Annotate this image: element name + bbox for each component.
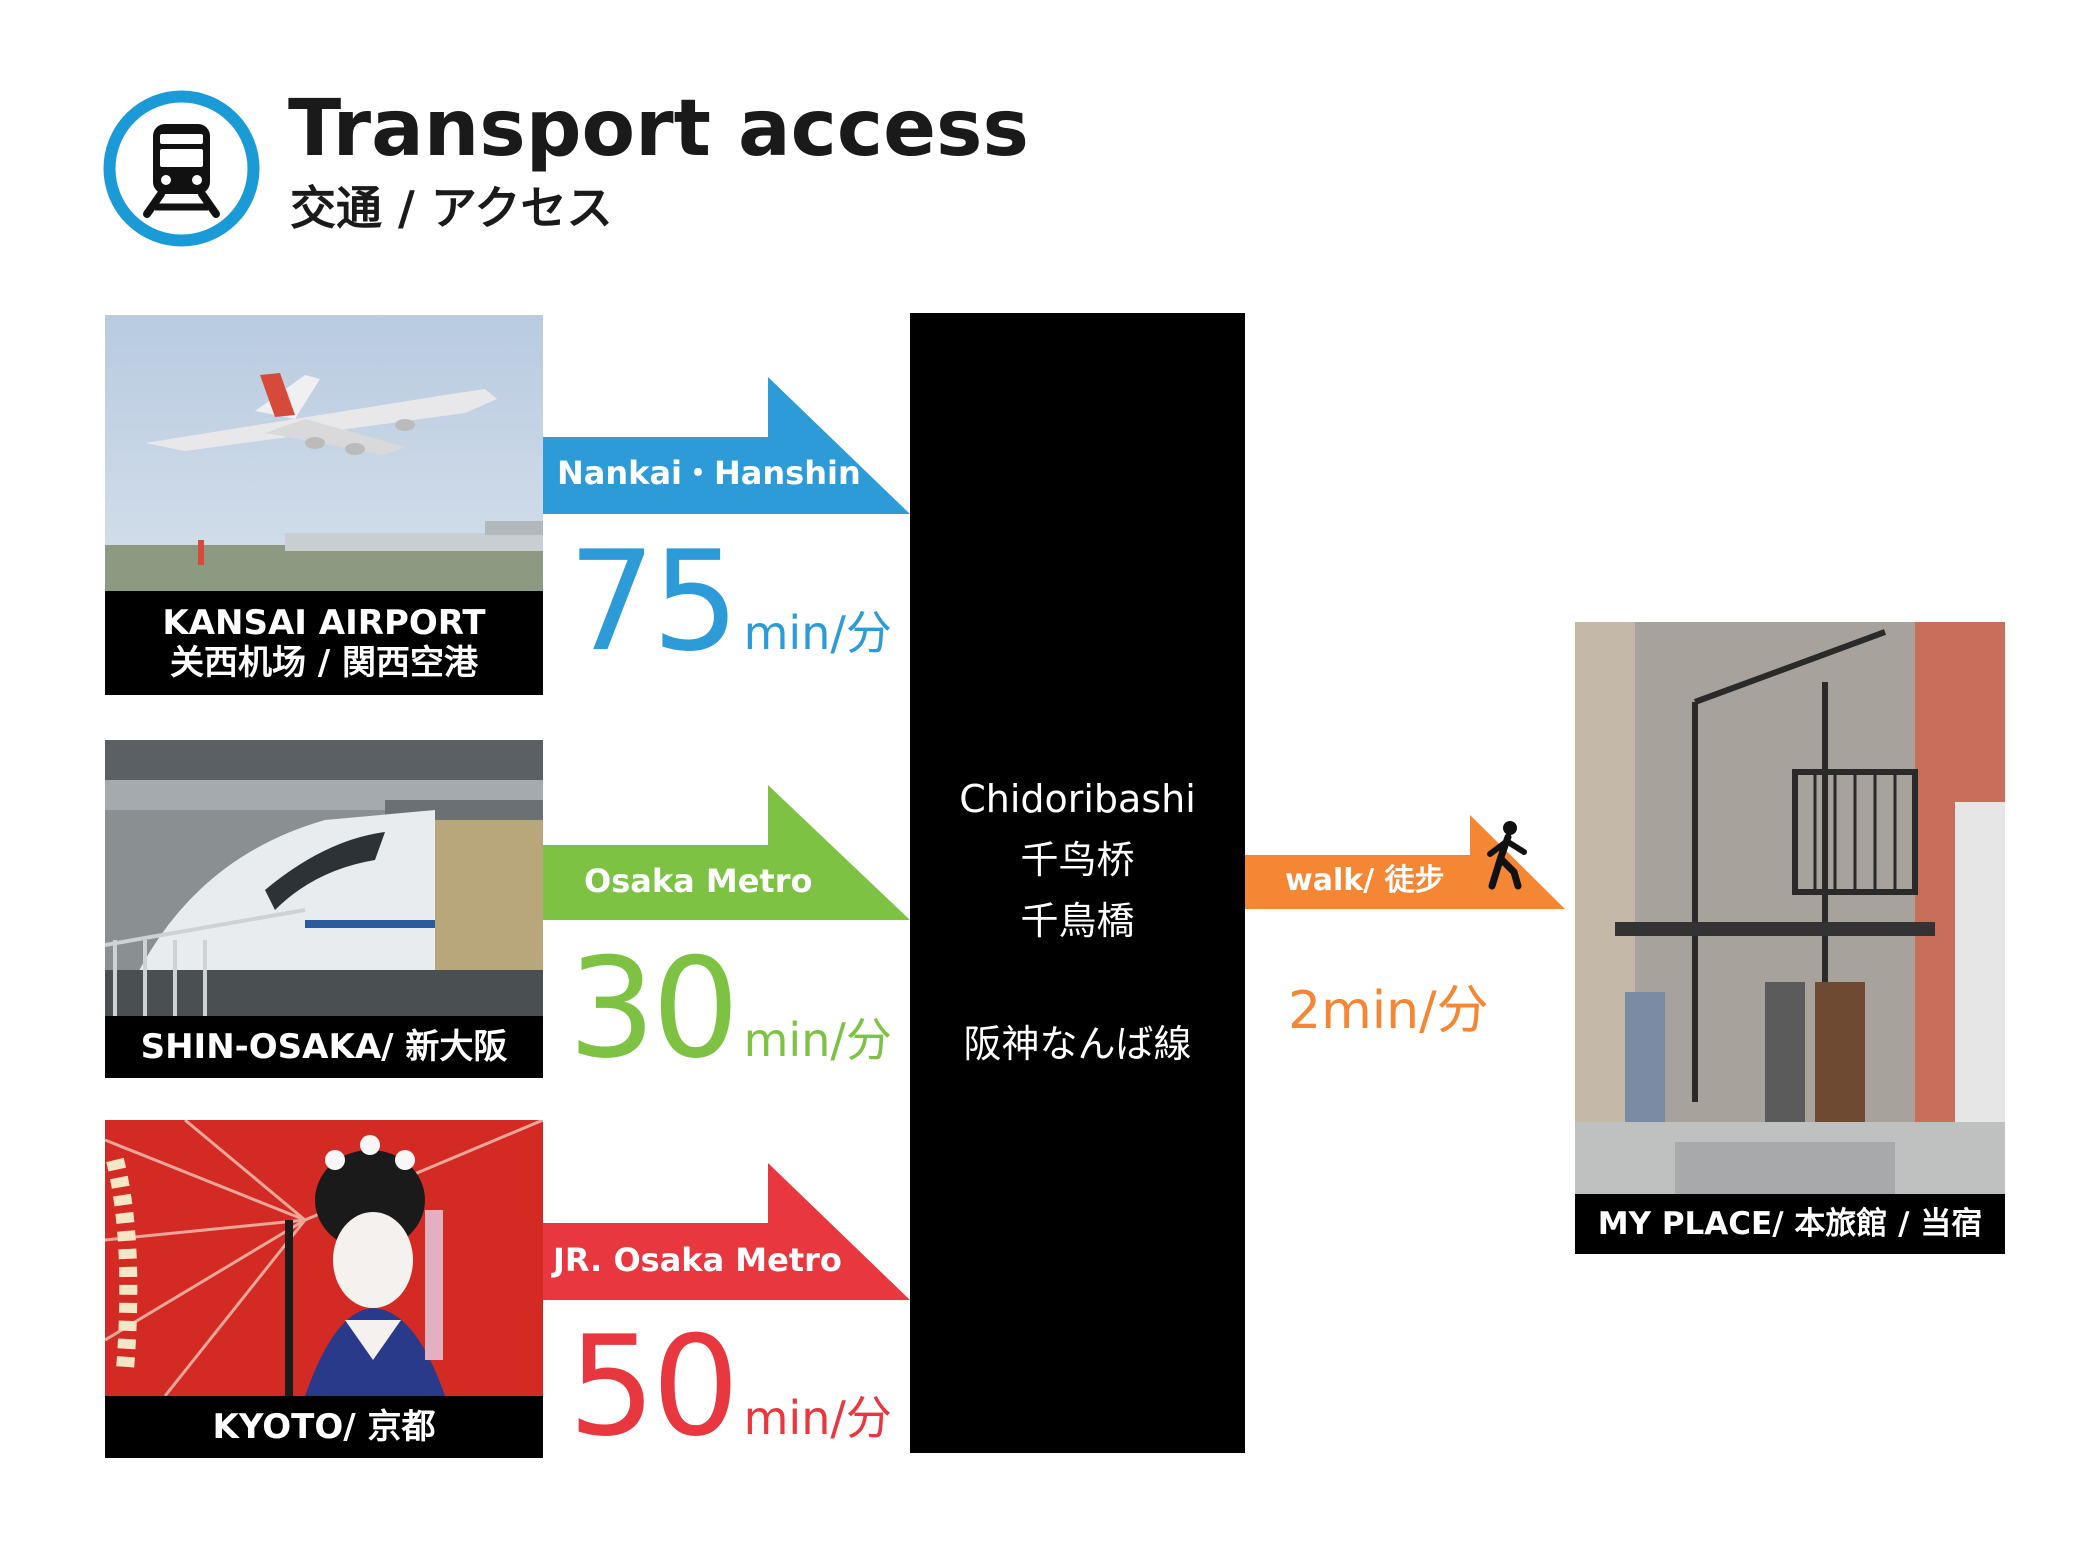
- route-label: JR. Osaka Metro: [553, 1244, 842, 1276]
- route-time-value: 50: [568, 1306, 736, 1467]
- page-subtitle: 交通 / アクセス: [290, 185, 613, 231]
- origin-card-shin-osaka: SHIN-OSAKA/ 新大阪: [105, 740, 543, 1078]
- route-time-unit: min/分: [744, 1013, 892, 1067]
- route-label: Osaka Metro: [584, 865, 812, 897]
- route-arrow-jr-osaka-metro: [543, 1163, 910, 1300]
- walk-time: 2min/分: [1288, 985, 1489, 1037]
- route-time-unit: min/分: [744, 606, 892, 660]
- route-time-unit: min/分: [744, 1391, 892, 1445]
- page-title: Transport access: [288, 90, 1029, 168]
- walk-label: walk/ 徒步: [1285, 866, 1445, 896]
- walking-person-icon: [1482, 820, 1532, 890]
- origin-name: SHIN-OSAKA/ 新大阪: [105, 1027, 543, 1067]
- origin-name-local: 关西机场 / 関西空港: [105, 643, 543, 683]
- route-arrow-nankai: [543, 377, 910, 514]
- origin-name: KYOTO/ 京都: [105, 1407, 543, 1447]
- route-label: Nankai・Hanshin: [557, 457, 861, 489]
- station-box: Chidoribashi 千鸟桥 千鳥橋 阪神なんば線: [910, 313, 1245, 1453]
- station-name-ja: 千鳥橋: [910, 902, 1245, 940]
- origin-card-kyoto: KYOTO/ 京都: [105, 1120, 543, 1458]
- station-name-zh: 千鸟桥: [910, 841, 1245, 879]
- origin-card-kansai-airport: KANSAI AIRPORT 关西机场 / 関西空港: [105, 315, 543, 695]
- destination-name: MY PLACE/ 本旅館 / 当宿: [1575, 1204, 2005, 1244]
- route-time-value: 75: [568, 521, 736, 682]
- guesthouse-photo: [1575, 622, 2005, 1254]
- origin-caption: KANSAI AIRPORT 关西机场 / 関西空港: [105, 591, 543, 695]
- origin-name-en: KANSAI AIRPORT: [105, 603, 543, 643]
- train-icon: [103, 90, 260, 247]
- destination-caption: MY PLACE/ 本旅館 / 当宿: [1575, 1194, 2005, 1254]
- destination-card: MY PLACE/ 本旅館 / 当宿: [1575, 622, 2005, 1254]
- station-name-en: Chidoribashi: [910, 780, 1245, 818]
- station-line: 阪神なんば線: [910, 1025, 1245, 1063]
- origin-caption: SHIN-OSAKA/ 新大阪: [105, 1016, 543, 1078]
- route-time-value: 30: [568, 928, 736, 1089]
- origin-caption: KYOTO/ 京都: [105, 1396, 543, 1458]
